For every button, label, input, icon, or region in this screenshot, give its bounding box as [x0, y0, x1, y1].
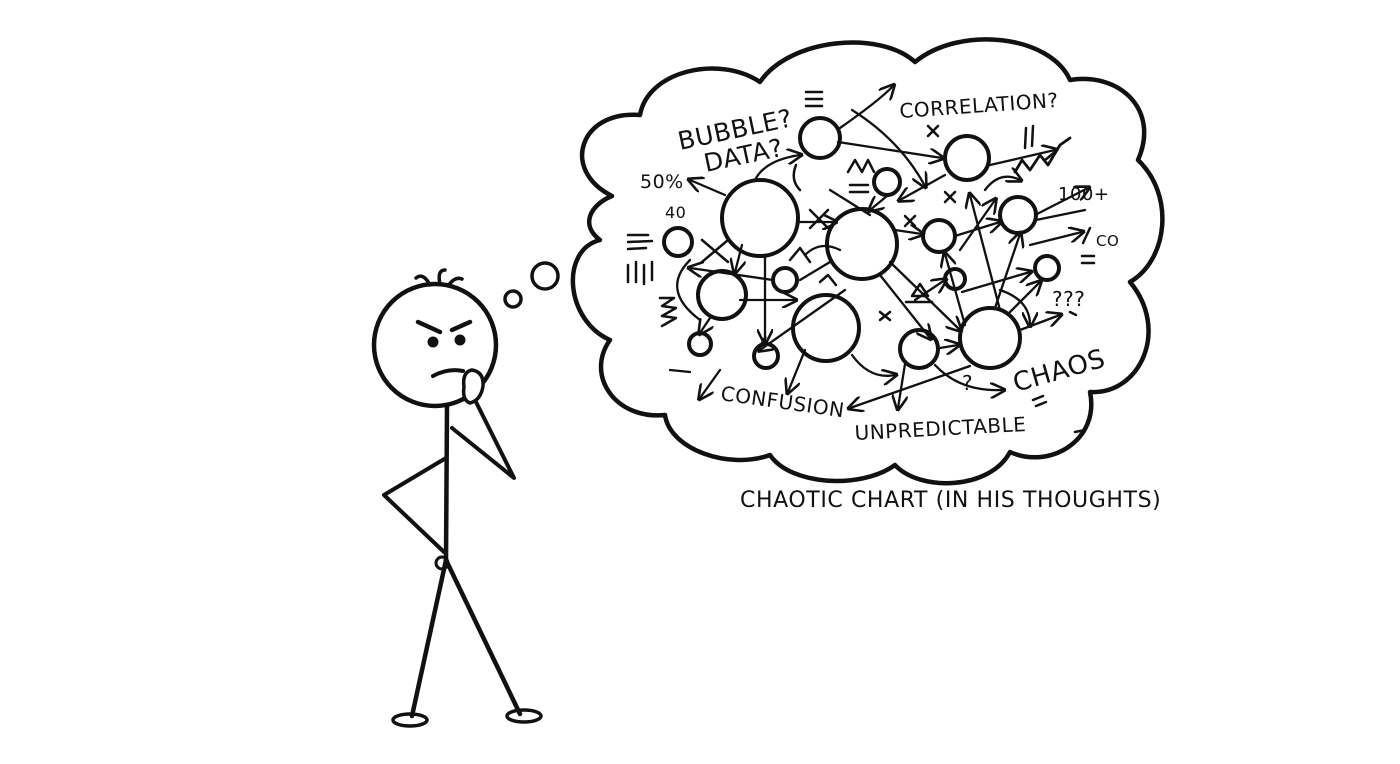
label-unpredictable: UNPREDICTABLE	[854, 412, 1027, 445]
thought-cloud-outline	[570, 37, 1165, 486]
bubble-node	[998, 195, 1038, 235]
illustration-caption: CHAOTIC CHART (IN HIS THOUGHTS)	[740, 488, 1162, 513]
label-confusion: CONFUSION	[719, 381, 846, 422]
bubble-node	[791, 293, 861, 363]
label-forty: 40	[665, 203, 686, 222]
bubble-node	[943, 134, 991, 182]
bubble-node	[720, 178, 800, 258]
figure-face	[415, 319, 473, 378]
label-fifty-percent: 50%	[640, 171, 684, 193]
label-hundred-plus: 100+	[1058, 184, 1109, 205]
stick-figure	[371, 268, 543, 728]
figure-body	[382, 403, 450, 571]
bubble-node	[771, 266, 799, 294]
tangled-arrows	[668, 86, 1088, 408]
figure-head	[371, 268, 499, 409]
bubble-node	[1033, 254, 1061, 282]
bubble-node	[872, 167, 902, 197]
figure-thinking-hand	[450, 368, 516, 480]
doodle-marks	[626, 90, 1096, 434]
bubble-node	[752, 342, 780, 370]
bubble-node	[662, 226, 694, 258]
label-question-marks: ???	[1052, 287, 1085, 311]
bubble-node	[696, 269, 748, 321]
label-question: ?	[962, 371, 973, 395]
label-correlation: CORRELATION?	[899, 88, 1060, 123]
bubble-node	[798, 116, 842, 160]
bubble-node	[825, 207, 899, 281]
bubble-node	[687, 331, 713, 357]
figure-legs	[391, 557, 543, 728]
bubble-nodes	[662, 116, 1061, 370]
bubble-node	[958, 306, 1022, 370]
bubble-node	[898, 328, 940, 370]
bubble-node	[921, 218, 957, 254]
label-co: CO	[1096, 232, 1119, 250]
thought-trail	[503, 261, 560, 309]
